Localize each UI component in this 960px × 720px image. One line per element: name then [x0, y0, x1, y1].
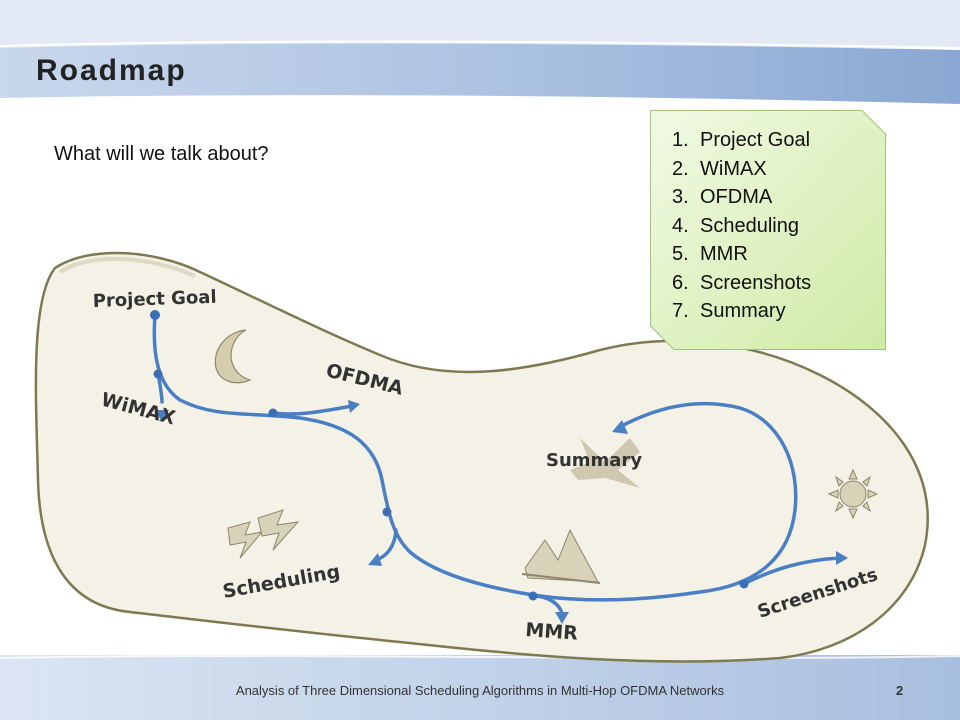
sun-icon — [827, 468, 879, 520]
mountain-icon — [521, 528, 601, 584]
junction-dot — [268, 408, 278, 418]
arrow-wimax-icon — [155, 410, 169, 422]
road-screenshots — [742, 556, 842, 586]
arrow-screenshots-icon — [836, 551, 848, 565]
agenda-item-label: WiMAX — [700, 157, 767, 180]
agenda-list: 1. Project Goal 2. WiMAX 3. OFDMA 4. Scheduling… — [650, 128, 811, 328]
road-main — [152, 313, 798, 602]
agenda-item-label: Scheduling — [700, 214, 799, 237]
agenda-item-number: 2. — [672, 157, 689, 180]
page-number: 2 — [896, 683, 904, 698]
agenda-item: 7. Summary — [672, 299, 811, 324]
agenda-item: 1. Project Goal — [672, 128, 811, 153]
map-label-mmr: MMR — [525, 619, 579, 645]
agenda-item-label: Project Goal — [700, 129, 811, 151]
agenda-item-number: 7. — [672, 300, 689, 322]
arrow-scheduling-icon — [368, 553, 382, 566]
agenda-item: 6. Screenshots — [672, 271, 811, 296]
agenda-item: 4. Scheduling — [672, 214, 811, 239]
agenda-item-number: 1. — [672, 129, 689, 151]
arrow-ofdma-icon — [348, 400, 360, 413]
agenda-item-label: OFDMA — [700, 186, 773, 208]
arrow-mmr-icon — [555, 612, 569, 624]
agenda-note-shape — [650, 110, 886, 350]
agenda-item: 3. OFDMA — [672, 185, 811, 210]
agenda-item-label: Screenshots — [700, 271, 812, 294]
agenda-item-label: Summary — [700, 300, 786, 322]
agenda-note: 1. Project Goal 2. WiMAX 3. OFDMA 4. Scheduling… — [650, 110, 886, 350]
junction-dot — [153, 369, 163, 379]
junction-dot — [382, 507, 392, 517]
agenda-item-number: 5. — [672, 243, 689, 265]
junction-dot — [739, 579, 749, 589]
junction-dot — [150, 310, 160, 320]
agenda-item-number: 6. — [672, 271, 689, 294]
slide-title: Roadmap — [36, 54, 187, 87]
arrow-summary-icon — [612, 420, 628, 434]
agenda-item: 5. MMR — [672, 242, 811, 267]
agenda-item-number: 3. — [672, 186, 689, 208]
footer-text: Analysis of Three Dimensional Scheduling… — [235, 683, 725, 698]
map-label-project-goal: Project Goal — [92, 287, 216, 312]
map-land — [34, 251, 929, 663]
summary-cross-icon — [570, 438, 640, 488]
lightning-icon — [227, 509, 300, 559]
road-ofdma — [271, 404, 354, 416]
agenda-item-number: 4. — [672, 214, 689, 237]
agenda-item-label: MMR — [700, 243, 748, 265]
moon-icon — [214, 329, 252, 384]
agenda-item: 2. WiMAX — [672, 157, 811, 182]
junction-dot — [528, 591, 538, 601]
map-label-summary: Summary — [546, 450, 642, 471]
slide-question: What will we talk about? — [54, 143, 269, 165]
